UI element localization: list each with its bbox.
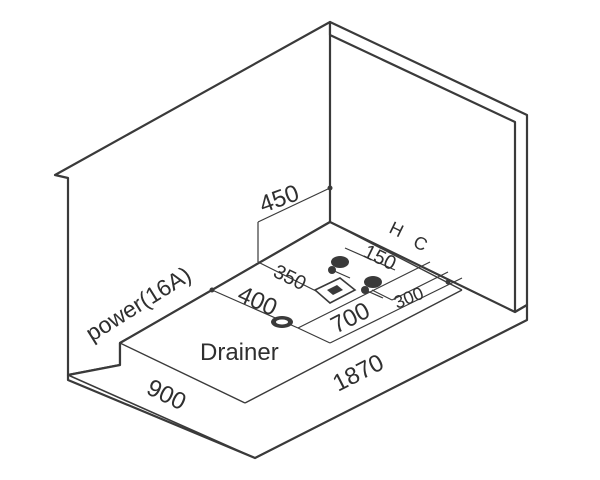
room-walls: [53, 20, 529, 460]
hot-valve-icon: [328, 256, 351, 279]
drainer-label: Drainer: [200, 339, 279, 366]
dimension-lines: [209, 185, 463, 344]
tray-outline: [119, 221, 463, 404]
hot-label: H: [386, 218, 406, 242]
floor-outline: [67, 35, 528, 459]
cold-valve-icon: [361, 276, 384, 299]
drain-icon: [271, 316, 293, 328]
cold-label: C: [410, 232, 430, 256]
power-socket-icon: [313, 277, 357, 304]
